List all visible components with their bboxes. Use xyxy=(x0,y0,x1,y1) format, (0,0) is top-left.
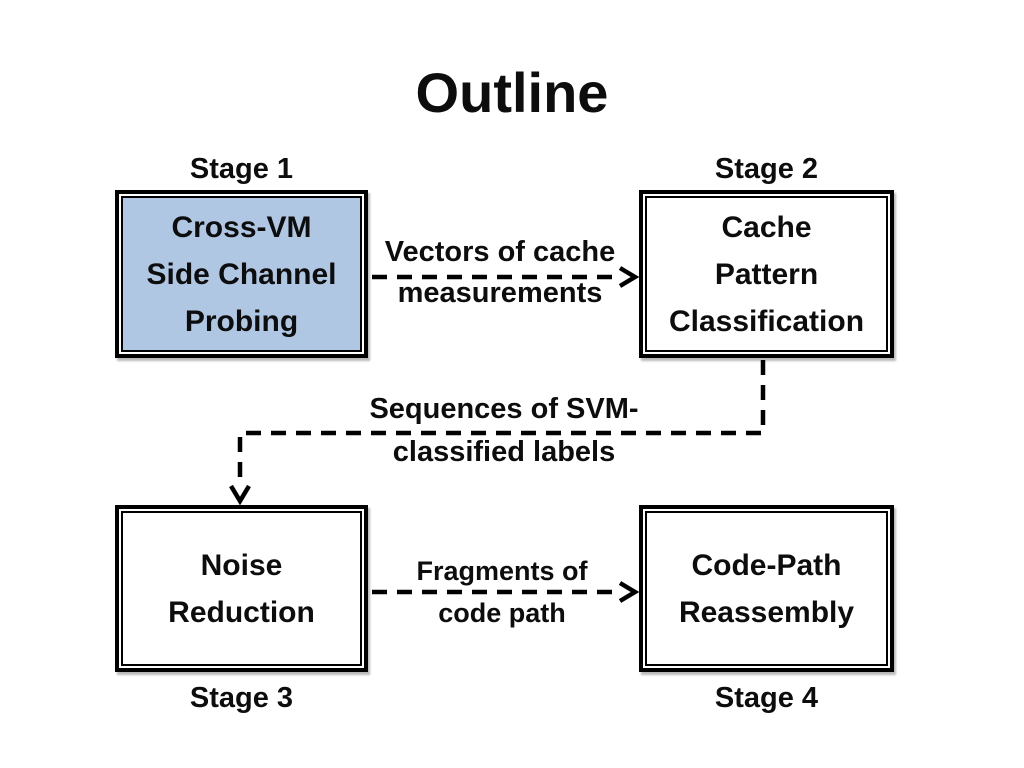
stage-2-box: Cache Pattern Classification xyxy=(639,190,894,358)
stage-3-label: Stage 3 xyxy=(189,682,294,714)
stage-2-box-title: Cache Pattern Classification xyxy=(645,196,888,352)
connector-label-vectors: Vectors of cache measurements xyxy=(384,236,616,309)
stage-1-label: Stage 1 xyxy=(189,153,294,185)
stage-4-box: Code-Path Reassembly xyxy=(639,505,894,672)
stage-3-box-title: Noise Reduction xyxy=(121,511,362,666)
connector-stage2-stage3 xyxy=(229,360,766,506)
stage-2-label: Stage 2 xyxy=(714,153,819,185)
stage-3-box: Noise Reduction xyxy=(115,505,368,672)
slide-title: Outline xyxy=(415,61,609,124)
connector-label-sequences: Sequences of SVM- classified labels xyxy=(369,393,639,468)
connector-label-fragments: Fragments of code path xyxy=(416,556,588,628)
stage-4-box-title: Code-Path Reassembly xyxy=(645,511,888,666)
stage-1-box: Cross-VM Side Channel Probing xyxy=(115,190,368,358)
stage-1-box-title: Cross-VM Side Channel Probing xyxy=(121,196,362,352)
stage-4-label: Stage 4 xyxy=(714,682,819,714)
